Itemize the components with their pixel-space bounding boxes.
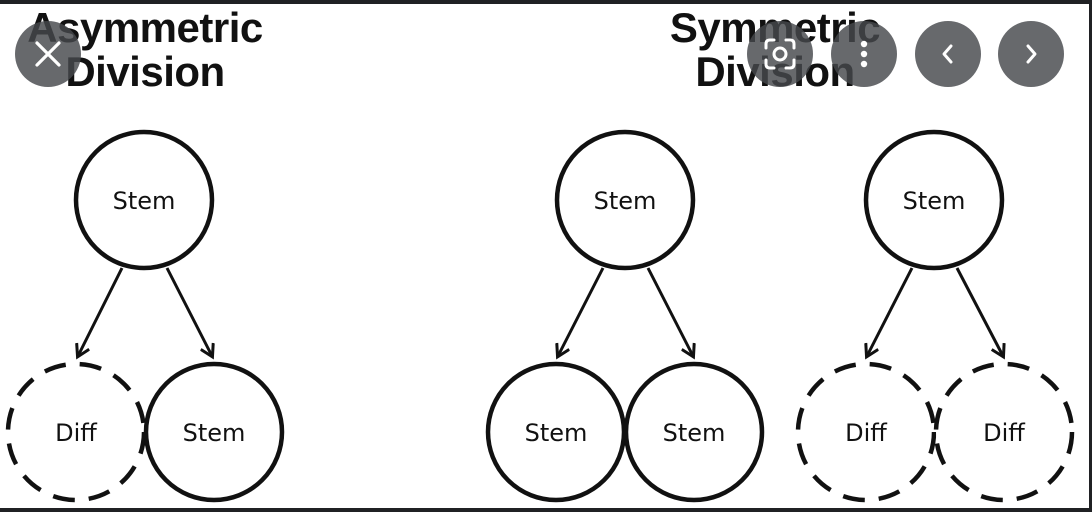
chevron-right-icon — [1026, 44, 1037, 64]
sym2-parent-label: Stem — [903, 187, 966, 215]
sym1-arrow-right — [646, 267, 693, 356]
sym1-child-left-label: Stem — [525, 419, 588, 447]
more-vert-icon — [860, 40, 868, 68]
asym-child-left-label: Diff — [55, 419, 97, 447]
division-diagram: Stem Diff Stem Stem Stem Stem — [5, 129, 1075, 503]
sym1-parent-cell — [554, 129, 696, 271]
asym-arrow-right — [165, 267, 212, 356]
sym2-arrow-left — [867, 267, 914, 356]
close-button[interactable] — [15, 21, 81, 87]
previous-button[interactable] — [915, 21, 981, 87]
sym1-parent-label: Stem — [594, 187, 657, 215]
sym1-child-right-label: Stem — [663, 419, 726, 447]
sym2-child-right-label: Diff — [983, 419, 1025, 447]
sym2-arrow-right — [955, 267, 1003, 356]
chevron-left-icon — [942, 44, 953, 64]
visual-search-button[interactable] — [747, 21, 813, 87]
asymmetric-group: Stem Diff Stem — [5, 129, 285, 503]
asym-arrow-left — [78, 267, 124, 356]
sym1-child-right-cell — [623, 361, 765, 503]
sym2-child-left-label: Diff — [845, 419, 887, 447]
lens-icon — [764, 38, 796, 70]
asym-child-stem-cell — [143, 361, 285, 503]
sym2-parent-cell — [863, 129, 1005, 271]
symmetric-group-stem: Stem Stem Stem — [485, 129, 765, 503]
symmetric-group-diff: Stem Diff Diff — [795, 129, 1075, 503]
asym-parent-label: Stem — [113, 187, 176, 215]
asym-child-right-label: Stem — [183, 419, 246, 447]
sym1-arrow-left — [558, 267, 605, 356]
asymmetric-title-line2: Division — [65, 48, 225, 95]
figure-image: Stem Diff Stem Stem Stem Stem — [0, 4, 1089, 508]
asym-parent-cell — [73, 129, 215, 271]
sym2-child-left-cell — [795, 361, 937, 503]
sym2-child-right-cell — [933, 361, 1075, 503]
more-options-button[interactable] — [831, 21, 897, 87]
next-button[interactable] — [998, 21, 1064, 87]
close-icon — [35, 41, 61, 67]
